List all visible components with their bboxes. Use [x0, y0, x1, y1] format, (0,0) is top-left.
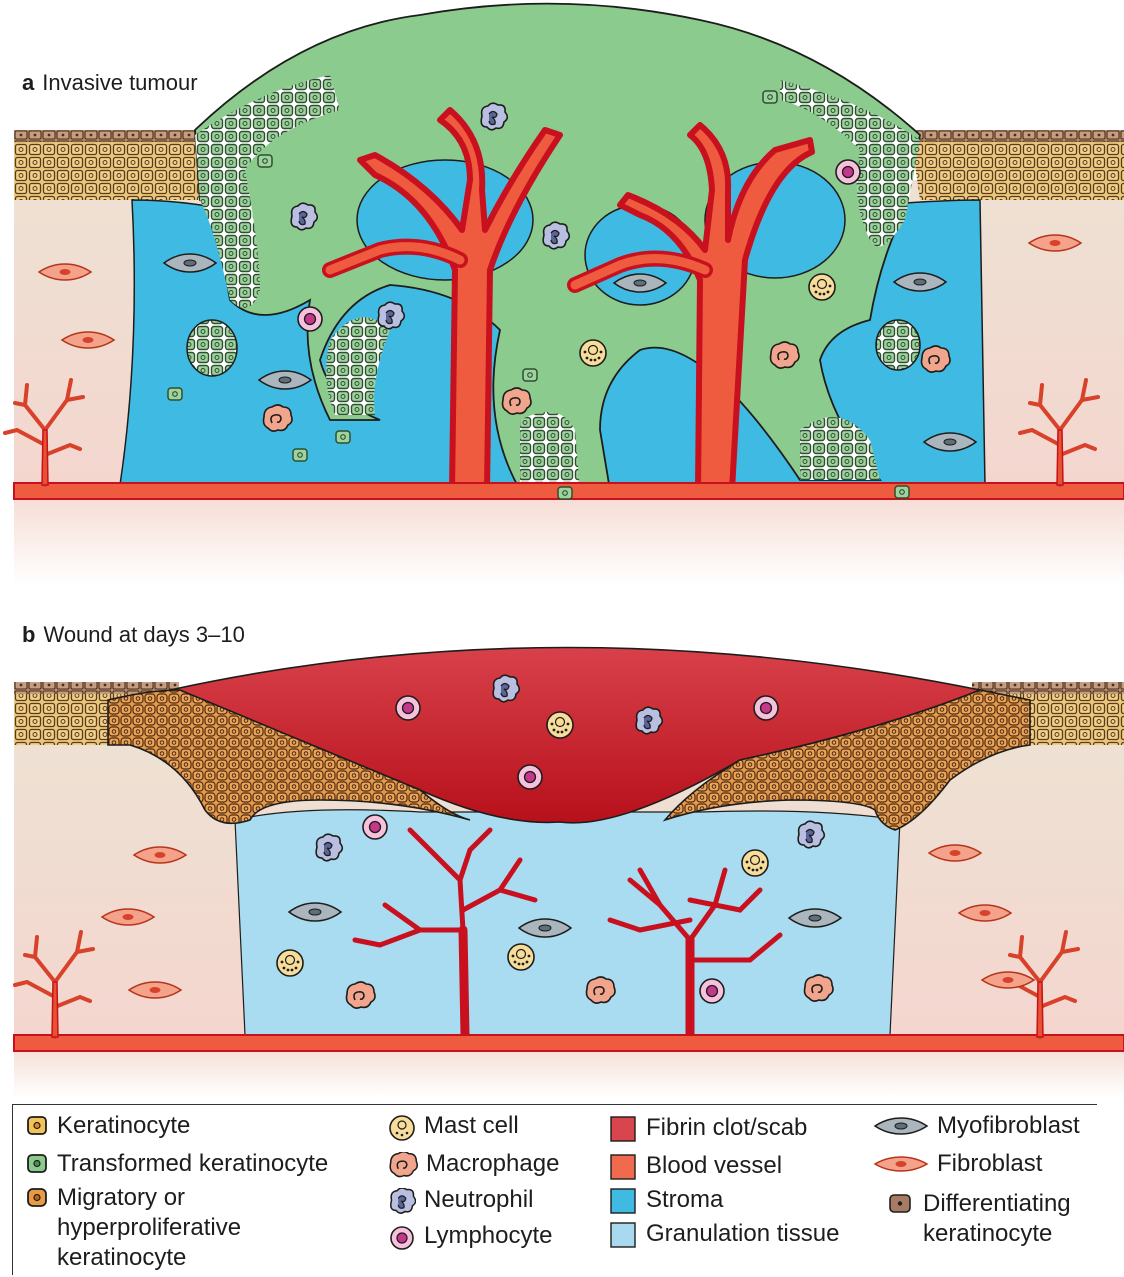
mast-cell [547, 712, 573, 738]
lymphocyte [836, 160, 860, 184]
legend-label: Migratory or hyperproliferative keratino… [57, 1183, 287, 1273]
legend-label: Mast cell [424, 1111, 519, 1141]
transformed-keratinocyte [558, 487, 572, 499]
neutrophil [543, 222, 569, 249]
legend-label: Lymphocyte [424, 1221, 553, 1251]
neutrophil [493, 675, 519, 702]
legend-item: Blood vessel [610, 1151, 782, 1181]
legend-item: Granulation tissue [610, 1219, 839, 1249]
lymphocyte [363, 815, 387, 839]
neutrophil [291, 203, 317, 230]
lymphocyte [518, 765, 542, 789]
tumour-nest-2 [520, 412, 580, 490]
neutrophil-icon [388, 1188, 416, 1216]
mast-cell [508, 944, 534, 970]
legend-label: Fibroblast [937, 1149, 1042, 1179]
lymphocyte [396, 696, 420, 720]
neutrophil [316, 834, 342, 861]
main-blood-vessel [14, 1035, 1124, 1051]
wound-healing-diagram [0, 560, 1124, 1100]
legend: Keratinocyte Transformed keratinocyte Mi… [12, 1104, 1097, 1275]
macrophage [503, 388, 532, 414]
mast-cell [809, 274, 835, 300]
legend-item: Myofibroblast [873, 1111, 1080, 1141]
macrophage [805, 975, 834, 1001]
lymphocyte [700, 979, 724, 1003]
mast-cell [277, 950, 303, 976]
legend-item: Fibroblast [873, 1149, 1042, 1179]
transformed-keratinocyte [293, 449, 307, 461]
transformed-keratinocyte [168, 388, 182, 400]
legend-item: Fibrin clot/scab [610, 1113, 807, 1143]
tumour-cluster-right [876, 320, 920, 370]
lymphocyte [298, 307, 322, 331]
transformed-keratinocyte [336, 431, 350, 443]
legend-label: Macrophage [426, 1149, 559, 1179]
mast-cell-icon [388, 1114, 416, 1142]
lymphocyte-icon [388, 1224, 416, 1252]
transformed-keratinocyte-icon [25, 1152, 49, 1176]
fibrin-clot-swatch [610, 1116, 638, 1142]
legend-label: Neutrophil [424, 1185, 533, 1215]
subdermal-fade [14, 1048, 1124, 1098]
legend-label: Keratinocyte [57, 1111, 190, 1141]
mast-cell [580, 340, 606, 366]
differentiating-layer-right [910, 130, 1124, 142]
legend-label: Blood vessel [646, 1151, 782, 1181]
tumour-cluster-left [187, 320, 237, 376]
blood-vessel-swatch [610, 1154, 638, 1180]
mast-cell [742, 850, 768, 876]
macrophage [264, 405, 293, 431]
invasive-tumour-diagram [0, 0, 1124, 590]
fibroblast-icon [873, 1152, 929, 1176]
legend-label: Myofibroblast [937, 1111, 1080, 1141]
legend-item: Keratinocyte [25, 1111, 190, 1141]
neutrophil [798, 821, 824, 848]
neutrophil [636, 707, 662, 734]
legend-item: Mast cell [388, 1111, 519, 1142]
stroma-swatch [610, 1188, 638, 1214]
macrophage [347, 982, 376, 1008]
differentiating-layer-left [14, 130, 210, 142]
macrophage [922, 346, 951, 372]
legend-label: Stroma [646, 1185, 723, 1215]
macrophage [587, 977, 616, 1003]
transformed-keratinocyte [895, 486, 909, 498]
differentiating-keratinocyte-icon [887, 1192, 915, 1216]
macrophage-icon [388, 1152, 418, 1180]
legend-label: Fibrin clot/scab [646, 1113, 807, 1143]
migratory-keratinocyte-icon [25, 1186, 49, 1210]
lymphocyte [754, 696, 778, 720]
transformed-keratinocyte [258, 155, 272, 167]
legend-item: Differentiating keratinocyte [887, 1189, 1102, 1249]
keratinocyte-icon [25, 1114, 49, 1138]
granulation-tissue-swatch [610, 1222, 638, 1248]
legend-label: Transformed keratinocyte [57, 1149, 328, 1179]
legend-label: Granulation tissue [646, 1219, 839, 1249]
neutrophil [481, 103, 507, 130]
legend-item: Neutrophil [388, 1185, 533, 1216]
myofibroblast-icon [873, 1114, 929, 1138]
legend-item: Transformed keratinocyte [25, 1149, 328, 1179]
macrophage [771, 342, 800, 368]
transformed-keratinocyte [523, 369, 537, 381]
legend-item: Stroma [610, 1185, 723, 1215]
legend-label: Differentiating keratinocyte [923, 1189, 1093, 1249]
transformed-keratinocyte [763, 91, 777, 103]
neutrophil [378, 302, 404, 329]
legend-item: Macrophage [388, 1149, 559, 1180]
legend-item: Lymphocyte [388, 1221, 553, 1252]
legend-item: Migratory or hyperproliferative keratino… [25, 1183, 355, 1273]
